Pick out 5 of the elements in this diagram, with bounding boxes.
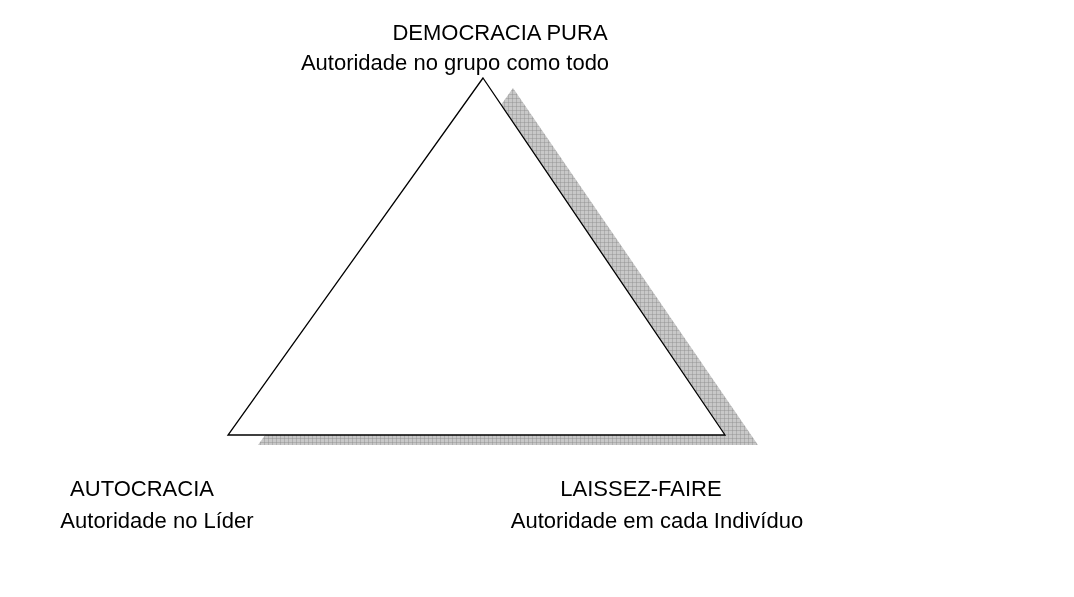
vertex-title: AUTOCRACIA [70,478,214,500]
vertex-title: DEMOCRACIA PURA [392,22,608,44]
vertex-description: Autoridade no Líder [60,510,254,532]
vertex-title: LAISSEZ-FAIRE [560,478,722,500]
vertex-description: Autoridade em cada Indivíduo [510,510,804,532]
